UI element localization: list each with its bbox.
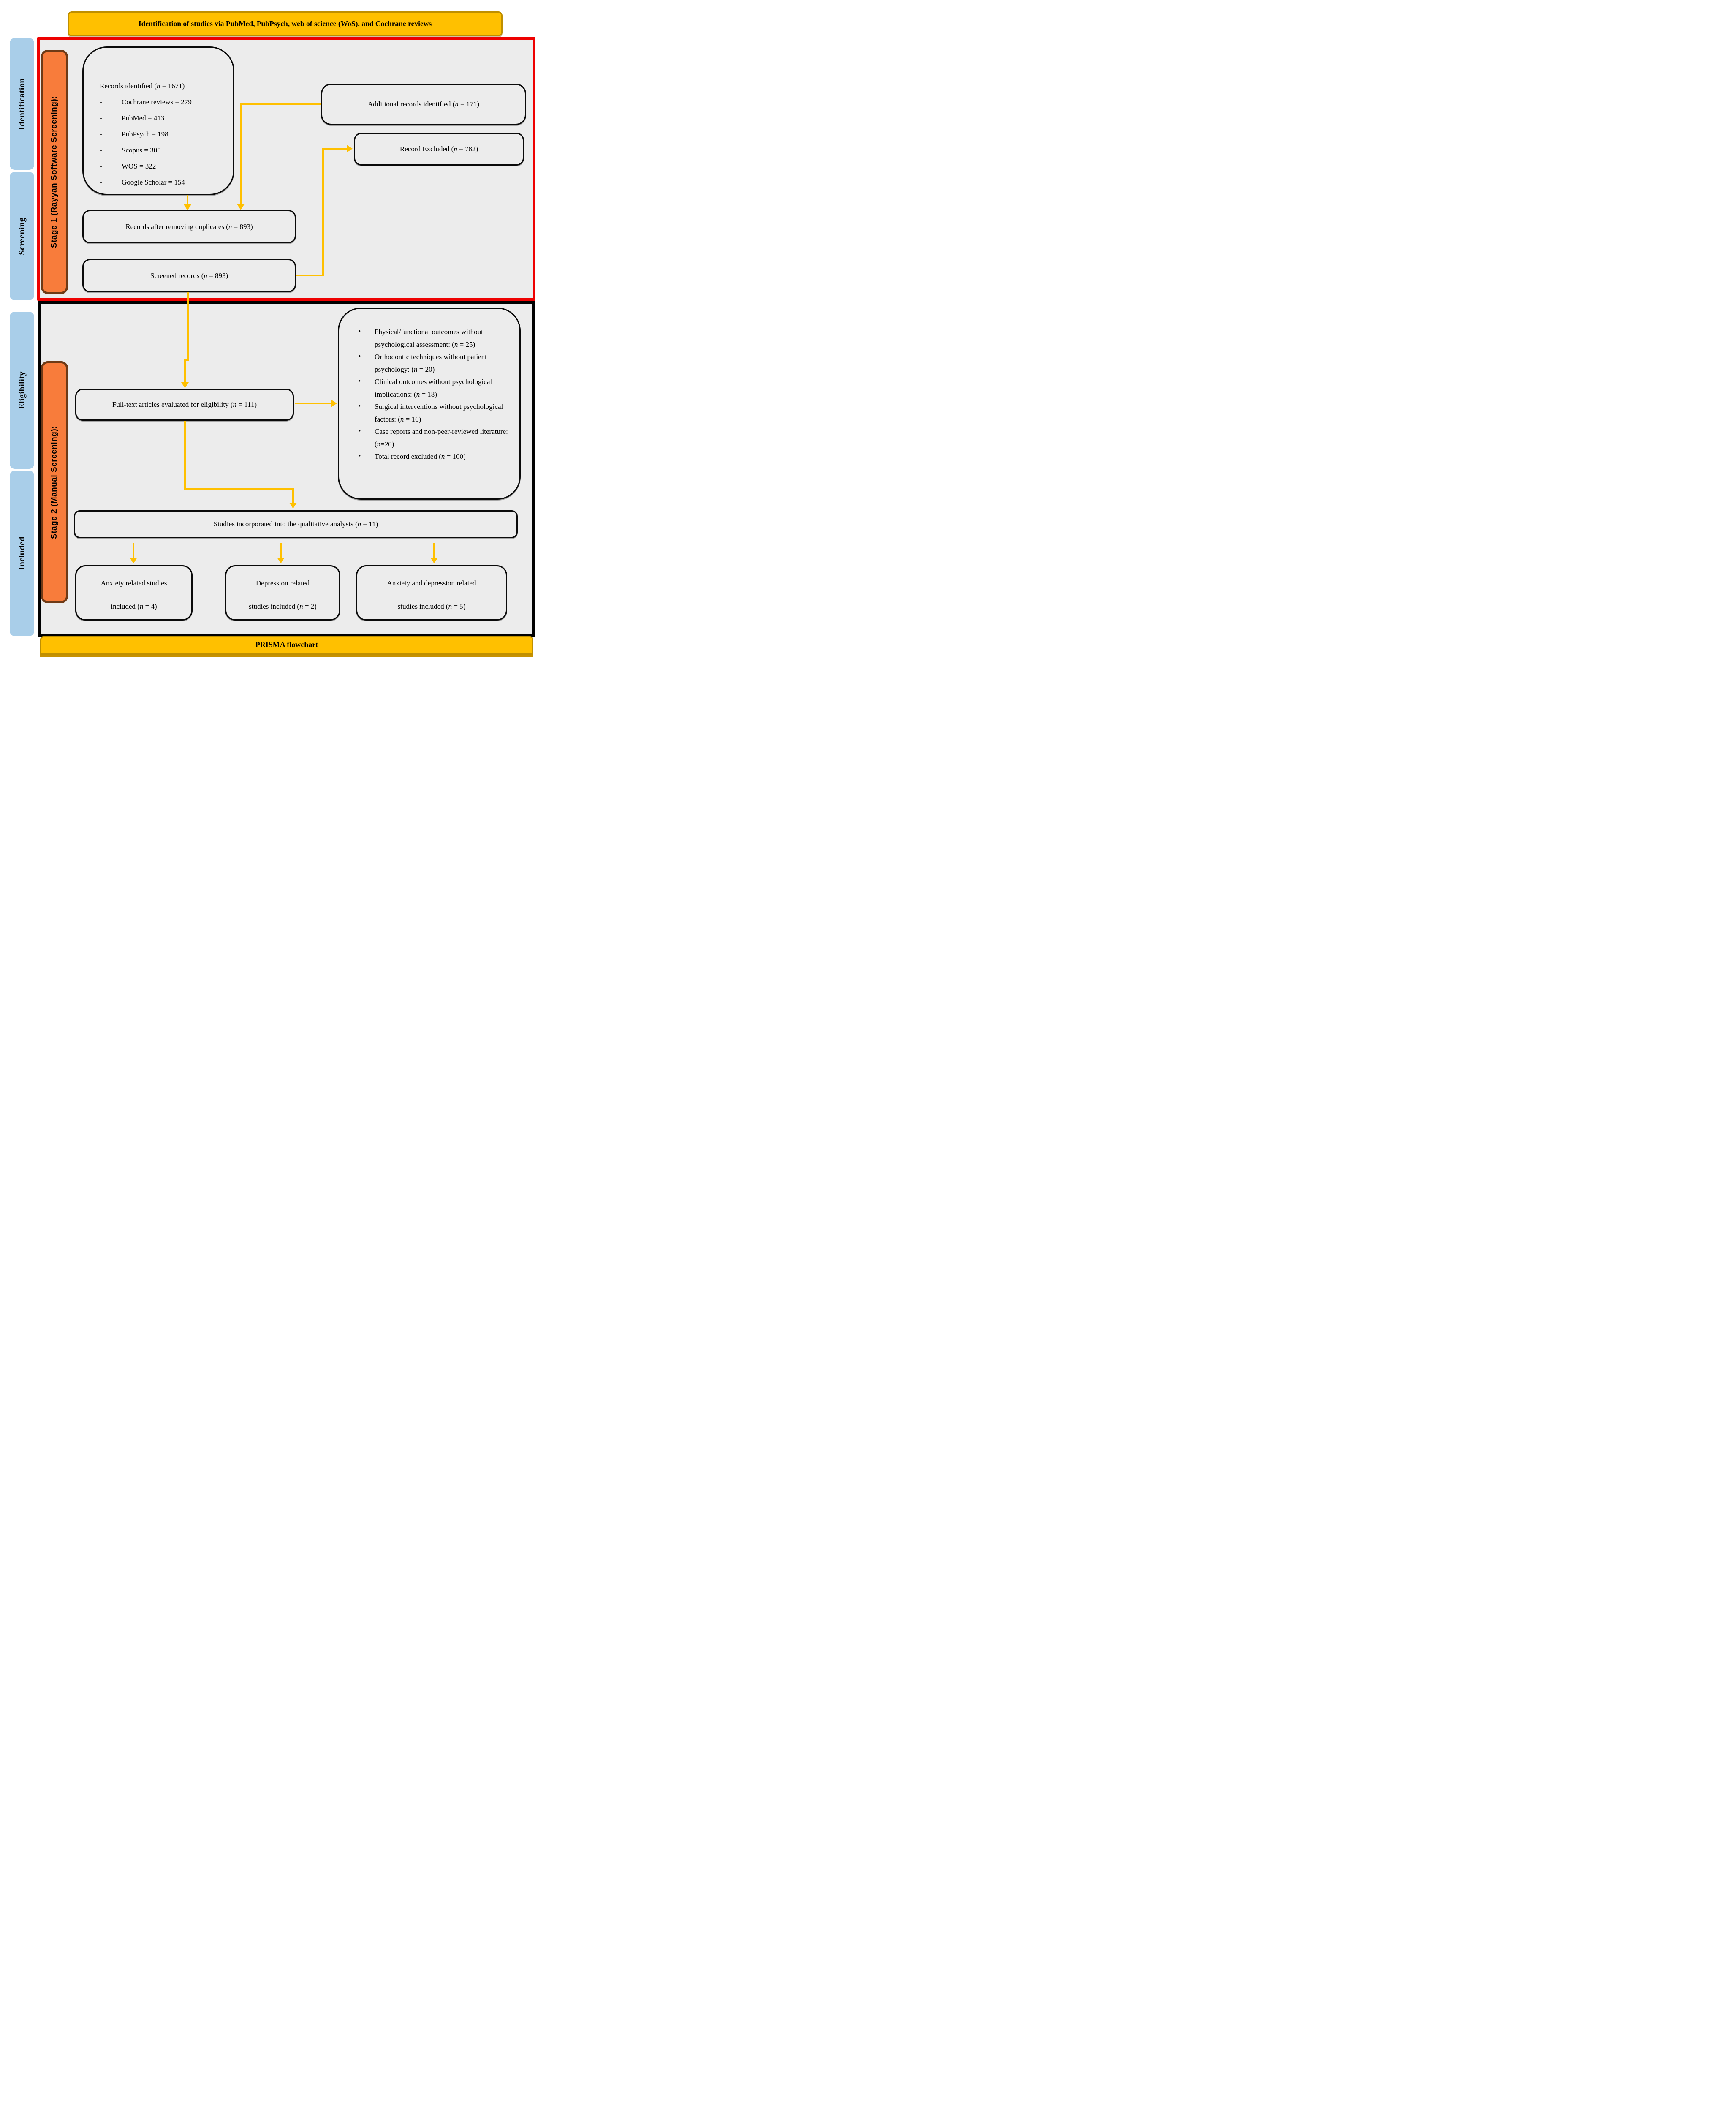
record-excluded-box: Record Excluded (n = 782) [354,133,524,166]
screened-records-text: Screened records (n = 893) [150,271,228,280]
box-text-line: studies included (n = 2) [249,602,317,610]
list-marker: • [359,328,361,335]
list-marker: • [359,378,361,385]
top-banner: Identification of studies via PubMed, Pu… [68,11,503,36]
box-text-line: Anxiety related studies [101,579,167,587]
stage1-label-text: Stage 1 (Rayyan Software Screening): [50,95,59,248]
studies-qualitative-text: Studies incorporated into the qualitativ… [213,520,378,528]
list-item-text: PubMed = 413 [122,114,165,122]
list-item-text: Surgical interventions without psycholog… [375,403,503,423]
records-after-duplicates-box: Records after removing duplicates (n = 8… [82,210,296,243]
records-identified-source-list: - Cochrane reviews = 279 - PubMed = 413 - Pub… [100,94,227,191]
stage1-label: Stage 1 (Rayyan Software Screening): [41,50,68,294]
list-item-text: Scopus = 305 [122,146,161,154]
record-excluded-text: Record Excluded (n = 782) [399,145,478,153]
list-marker: - [100,114,102,122]
bottom-banner: PRISMA flowchart [40,636,533,655]
top-banner-text: Identification of studies via PubMed, Pu… [138,19,432,28]
source-count-row: - WOS = 322 [100,158,227,174]
list-item-text: Case reports and non-peer-reviewed liter… [375,427,508,448]
phase-label-text: Identification [17,78,27,130]
exclusion-reasons-list: • Physical/functional outcomes without ps… [359,326,509,463]
stage2-label: Stage 2 (Manual Screening): [41,361,68,603]
phase-label-screening: Screening [10,172,34,300]
list-item-text: Physical/functional outcomes without psy… [375,328,483,348]
list-item-text: Clinical outcomes without psychological … [375,378,492,398]
source-count-row: - PubPsych = 198 [100,126,227,142]
source-count-row: - Scopus = 305 [100,142,227,158]
depression-studies-box: Depression related studies included (n = … [225,565,340,621]
stage2-label-text: Stage 2 (Manual Screening): [50,425,59,539]
anxiety-studies-box: Anxiety related studies included (n = 4) [75,565,193,621]
phase-label-identification: Identification [10,38,34,170]
bottom-banner-text: PRISMA flowchart [255,640,318,649]
phase-label-included: Included [10,471,34,636]
list-marker: - [100,146,102,154]
screened-records-box: Screened records (n = 893) [82,259,296,292]
exclusion-reason-row: • Physical/functional outcomes without ps… [359,326,509,351]
exclusion-reason-row: • Total record excluded (n = 100) [359,450,509,463]
phase-label-text: Included [17,536,27,570]
exclusion-reason-row: • Orthodontic techniques without patient … [359,351,509,376]
list-item-text: Google Scholar = 154 [122,178,185,186]
list-item-text: WOS = 322 [122,162,156,170]
records-after-duplicates-text: Records after removing duplicates (n = 8… [125,222,253,231]
box-text-line: Depression related [256,579,310,587]
box-text-line: studies included (n = 5) [397,602,466,610]
anxiety-depression-studies-box: Anxiety and depression related studies in… [356,565,507,621]
list-marker: • [359,353,361,360]
additional-records-text: Additional records identified (n = 171) [367,100,480,109]
list-item-text: PubPsych = 198 [122,130,168,138]
full-text-eligibility-box: Full-text articles evaluated for eligibi… [75,389,294,421]
list-item-text: Cochrane reviews = 279 [122,98,192,106]
prisma-flowchart: Identification of studies via PubMed, Pu… [0,0,541,658]
records-identified-box: Records identified (n = 1671) - Cochrane … [82,46,234,195]
list-marker: - [100,130,102,138]
source-count-row: - Google Scholar = 154 [100,174,227,191]
exclusion-reason-row: • Case reports and non-peer-reviewed lite… [359,425,509,450]
exclusion-reasons-box: • Physical/functional outcomes without ps… [338,308,521,500]
phase-label-text: Screening [17,217,27,255]
list-marker: • [359,453,361,460]
records-identified-title: Records identified (n = 1671) [100,82,185,90]
additional-records-box: Additional records identified (n = 171) [321,84,526,125]
list-item-text: Orthodontic techniques without patient p… [375,353,487,373]
box-text-line: included (n = 4) [111,602,157,610]
exclusion-reason-row: • Clinical outcomes without psychological… [359,376,509,400]
list-marker: - [100,178,102,186]
source-count-row: - Cochrane reviews = 279 [100,94,227,110]
list-marker: - [100,162,102,170]
list-marker: - [100,98,102,106]
studies-qualitative-box: Studies incorporated into the qualitativ… [74,510,518,538]
phase-label-text: Eligibility [17,371,27,409]
source-count-row: - PubMed = 413 [100,110,227,126]
list-item-text: Total record excluded (n = 100) [375,452,466,460]
list-marker: • [359,403,361,410]
exclusion-reason-row: • Surgical interventions without psycholo… [359,400,509,425]
list-marker: • [359,428,361,435]
box-text-line: Anxiety and depression related [387,579,476,587]
phase-label-eligibility: Eligibility [10,312,34,469]
full-text-eligibility-text: Full-text articles evaluated for eligibi… [112,400,257,409]
